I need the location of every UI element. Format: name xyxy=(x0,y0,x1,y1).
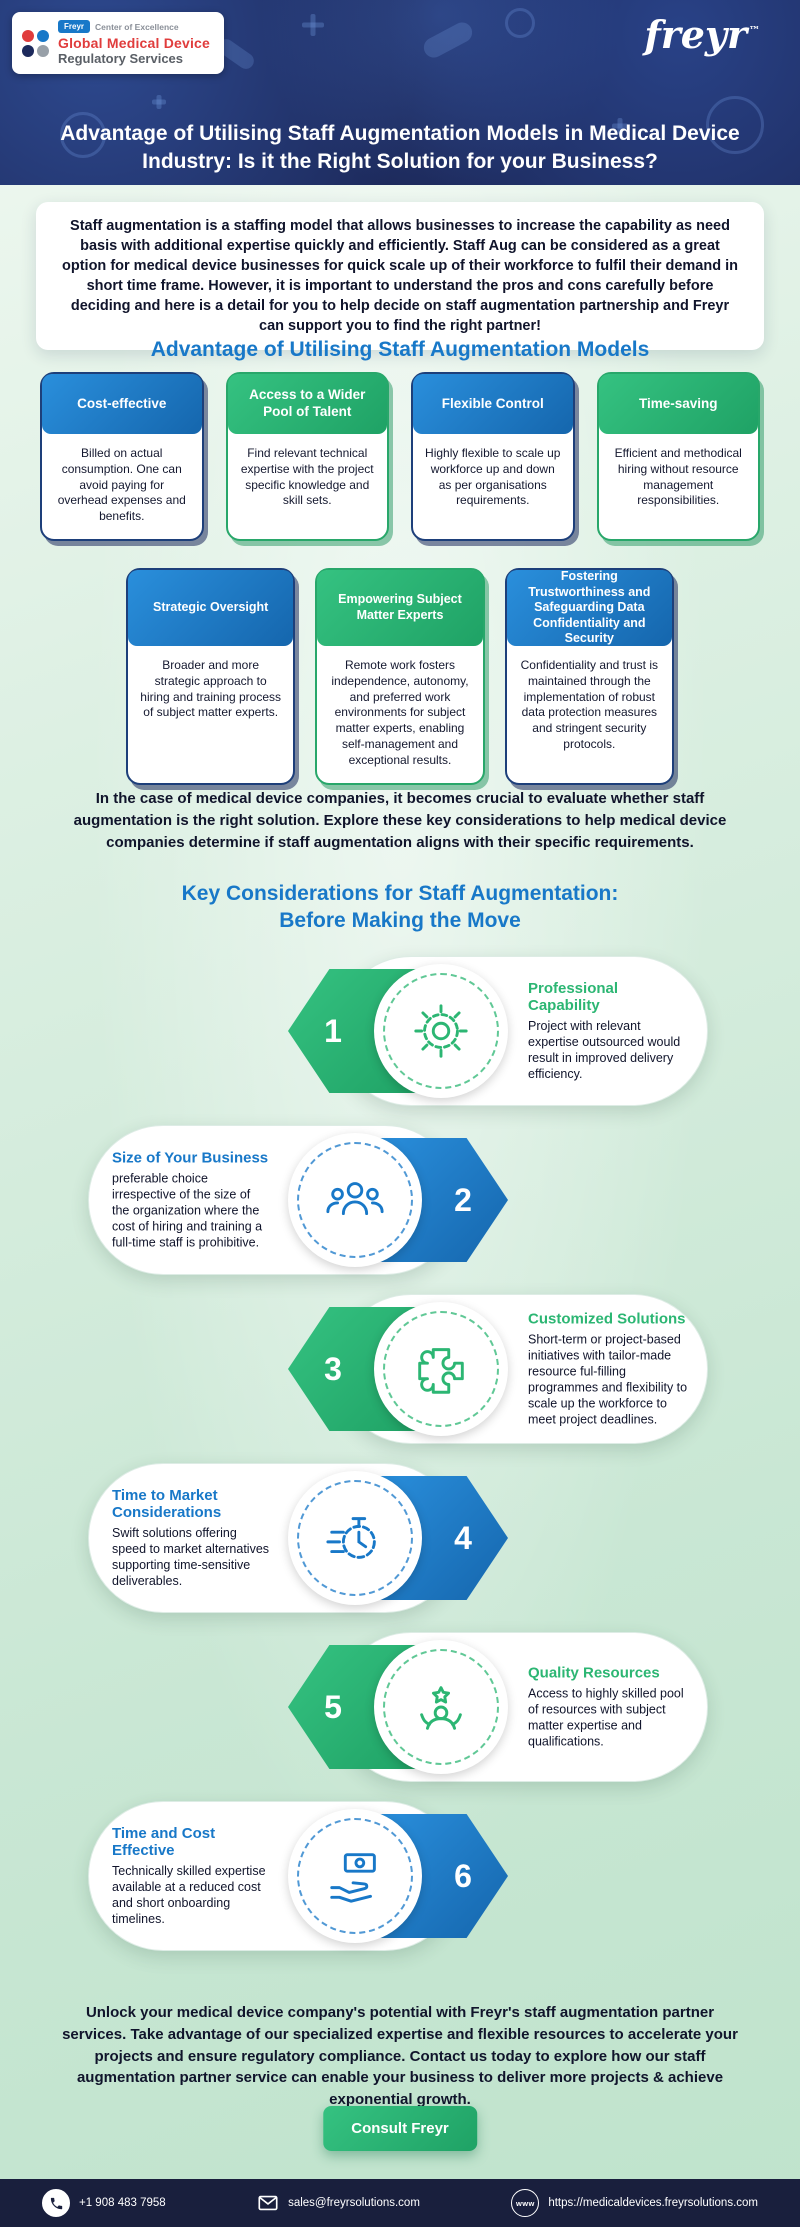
consideration-item-6: 6 Time and Cost Effective Technically sk… xyxy=(88,1801,508,1951)
envelope-icon xyxy=(257,2192,279,2214)
consideration-title: Quality Resources xyxy=(528,1664,660,1682)
decorative-ring xyxy=(706,96,764,154)
timer-icon xyxy=(288,1471,422,1605)
consideration-item-4: 4 Time to Market Considerations Swift so… xyxy=(88,1463,508,1613)
advantage-card-flexible-control: Flexible Control Highly flexible to scal… xyxy=(411,372,575,542)
consideration-body: Access to highly skilled pool of resourc… xyxy=(528,1686,684,1749)
pill-capsule-icon xyxy=(420,18,476,62)
consideration-body: preferable choice irrespective of the si… xyxy=(112,1171,263,1250)
team-icon xyxy=(288,1133,422,1267)
footer-website[interactable]: www https://medicaldevices.freyrsolution… xyxy=(511,2189,758,2217)
puzzle-icon xyxy=(374,1302,508,1436)
consideration-title: Customized Solutions xyxy=(528,1310,686,1328)
advantage-card-body: Broader and more strategic approach to h… xyxy=(140,658,282,720)
advantage-card-title: Fostering Trustworthiness and Safeguardi… xyxy=(506,569,672,646)
trademark-symbol: ™ xyxy=(749,24,760,38)
cta-paragraph: Unlock your medical device company's pot… xyxy=(62,2004,738,2108)
advantage-card-body: Billed on actual consumption. One can av… xyxy=(57,446,186,524)
consideration-item-1: 1 Professional Capability Project with r… xyxy=(288,956,708,1106)
center-of-excellence-label: Center of Excellence xyxy=(95,21,179,32)
consideration-item-2: 2 Size of Your Business preferable choic… xyxy=(88,1125,508,1275)
advantage-card-trust-security: Fostering Trustworthiness and Safeguardi… xyxy=(504,568,674,785)
consideration-item-3: 3 Customized Solutions Short-term or pro… xyxy=(288,1294,708,1444)
footer-email-address: sales@freyrsolutions.com xyxy=(288,2197,420,2209)
advantage-card-title: Strategic Oversight xyxy=(128,570,294,646)
consideration-body: Swift solutions offering speed to market… xyxy=(112,1526,270,1588)
consideration-title: Professional Capability xyxy=(528,980,619,1014)
medical-cross-icon xyxy=(302,14,324,36)
advantage-cards-row-2: Strategic Oversight Broader and more str… xyxy=(126,568,674,785)
consideration-body: Technically skilled expertise available … xyxy=(112,1864,266,1926)
footer-website-url: https://medicaldevices.freyrsolutions.co… xyxy=(548,2197,758,2209)
advantage-card-time-saving: Time-saving Efficient and methodical hir… xyxy=(596,372,760,542)
intro-paragraph: Staff augmentation is a staffing model t… xyxy=(36,202,764,350)
consideration-item-5: 5 Quality Resources Access to highly ski… xyxy=(288,1632,708,1782)
quality-person-icon xyxy=(374,1640,508,1774)
advantage-card-cost-effective: Cost-effective Billed on actual consumpt… xyxy=(40,372,204,542)
advantage-card-empowering-smes: Empowering Subject Matter Experts Remote… xyxy=(315,568,485,785)
globe-www-icon: www xyxy=(511,2189,540,2217)
consideration-body: Project with relevant expertise outsourc… xyxy=(528,1019,681,1081)
badge-regulatory-services: Regulatory Services xyxy=(58,51,184,66)
advantage-card-talent-pool: Access to a Wider Pool of Talent Find re… xyxy=(225,372,389,542)
consideration-title: Size of Your Business xyxy=(112,1149,269,1167)
hero-header: Freyr Center of Excellence Global Medica… xyxy=(0,0,800,185)
advantage-card-title: Cost-effective xyxy=(42,374,202,434)
advantage-card-body: Efficient and methodical hiring without … xyxy=(614,446,742,508)
gear-icon xyxy=(374,964,508,1098)
consideration-body: Short-term or project-based initiatives … xyxy=(528,1332,688,1427)
advantage-card-body: Remote work fosters independence, autono… xyxy=(331,658,469,767)
consideration-title: Time and Cost Effective xyxy=(112,1825,216,1859)
footer-phone[interactable]: +1 908 483 7958 xyxy=(42,2189,166,2217)
advantage-card-title: Time-saving xyxy=(598,374,758,434)
footer-email[interactable]: sales@freyrsolutions.com xyxy=(257,2192,420,2214)
advantage-card-title: Access to a Wider Pool of Talent xyxy=(227,374,387,434)
advantage-card-title: Flexible Control xyxy=(413,374,573,434)
badge-global-medical-device: Global Medical Device xyxy=(58,35,211,51)
advantages-heading: Advantage of Utilising Staff Augmentatio… xyxy=(150,338,650,361)
evaluation-note: In the case of medical device companies,… xyxy=(73,790,727,851)
advantage-cards-row-1: Cost-effective Billed on actual consumpt… xyxy=(40,372,760,542)
freyr-brand-tag: Freyr xyxy=(58,20,91,33)
footer-phone-number: +1 908 483 7958 xyxy=(79,2197,166,2209)
hand-money-icon xyxy=(288,1809,422,1943)
consult-freyr-button[interactable]: Consult Freyr xyxy=(323,2106,477,2151)
advantage-card-body: Find relevant technical expertise with t… xyxy=(240,446,374,508)
freyr-dots-logo xyxy=(22,29,49,57)
medical-cross-icon xyxy=(152,95,166,109)
decorative-ring xyxy=(505,8,535,38)
decorative-ring xyxy=(60,112,106,158)
advantage-card-body: Confidentiality and trust is maintained … xyxy=(520,658,659,752)
page-title: Advantage of Utilising Staff Augmentatio… xyxy=(60,122,740,173)
footer-contact-bar: +1 908 483 7958 sales@freyrsolutions.com… xyxy=(0,2179,800,2227)
advantage-card-body: Highly flexible to scale up workforce up… xyxy=(425,446,561,508)
considerations-flow: 1 Professional Capability Project with r… xyxy=(0,956,800,1951)
consideration-title: Time to Market Considerations xyxy=(112,1487,222,1521)
advantage-card-strategic-oversight: Strategic Oversight Broader and more str… xyxy=(126,568,296,785)
phone-icon xyxy=(42,2189,70,2217)
advantage-card-title: Empowering Subject Matter Experts xyxy=(317,570,483,646)
considerations-heading: Key Considerations for Staff Augmentatio… xyxy=(181,882,619,933)
freyr-coe-logo: Freyr Center of Excellence Global Medica… xyxy=(12,12,225,74)
